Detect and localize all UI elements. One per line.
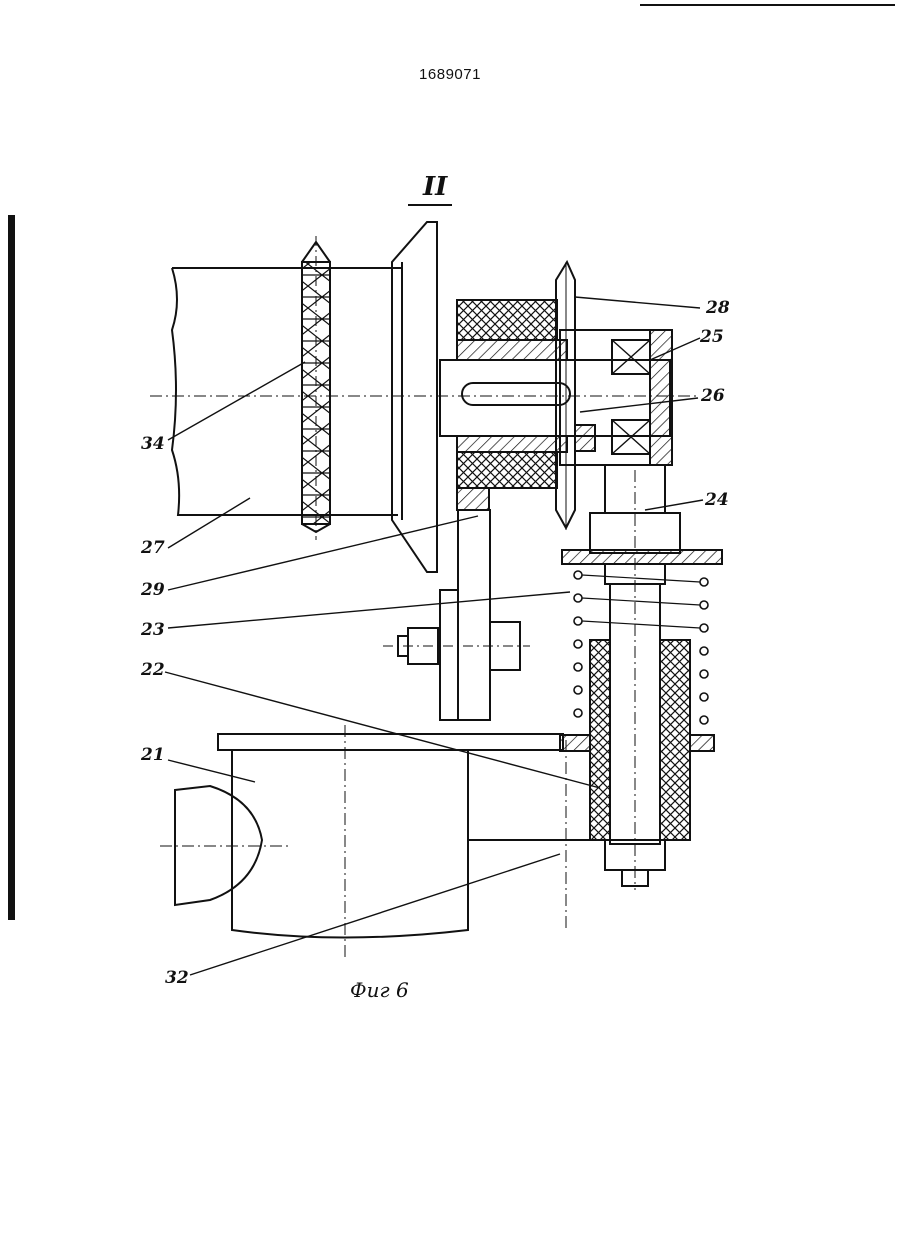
arm-29 xyxy=(383,488,530,720)
shaft-27 xyxy=(172,268,402,515)
callout-23: 23 xyxy=(141,620,165,640)
callout-26: 26 xyxy=(701,386,725,406)
callout-32: 32 xyxy=(165,968,189,988)
housing-21 xyxy=(160,725,610,958)
callout-24: 24 xyxy=(705,490,729,510)
callout-27: 27 xyxy=(141,538,165,558)
grinding-disk xyxy=(392,222,437,572)
knurled-ring-34 xyxy=(302,236,330,540)
hub-assembly xyxy=(150,262,700,530)
callout-34: 34 xyxy=(141,434,165,454)
callout-21: 21 xyxy=(141,745,165,765)
callout-25: 25 xyxy=(700,327,724,347)
callout-22: 22 xyxy=(141,660,165,680)
callout-28: 28 xyxy=(706,298,730,318)
callout-29: 29 xyxy=(141,580,165,600)
figure-caption: Фиг 6 xyxy=(350,978,409,1002)
spring-shaft-24 xyxy=(560,465,722,890)
